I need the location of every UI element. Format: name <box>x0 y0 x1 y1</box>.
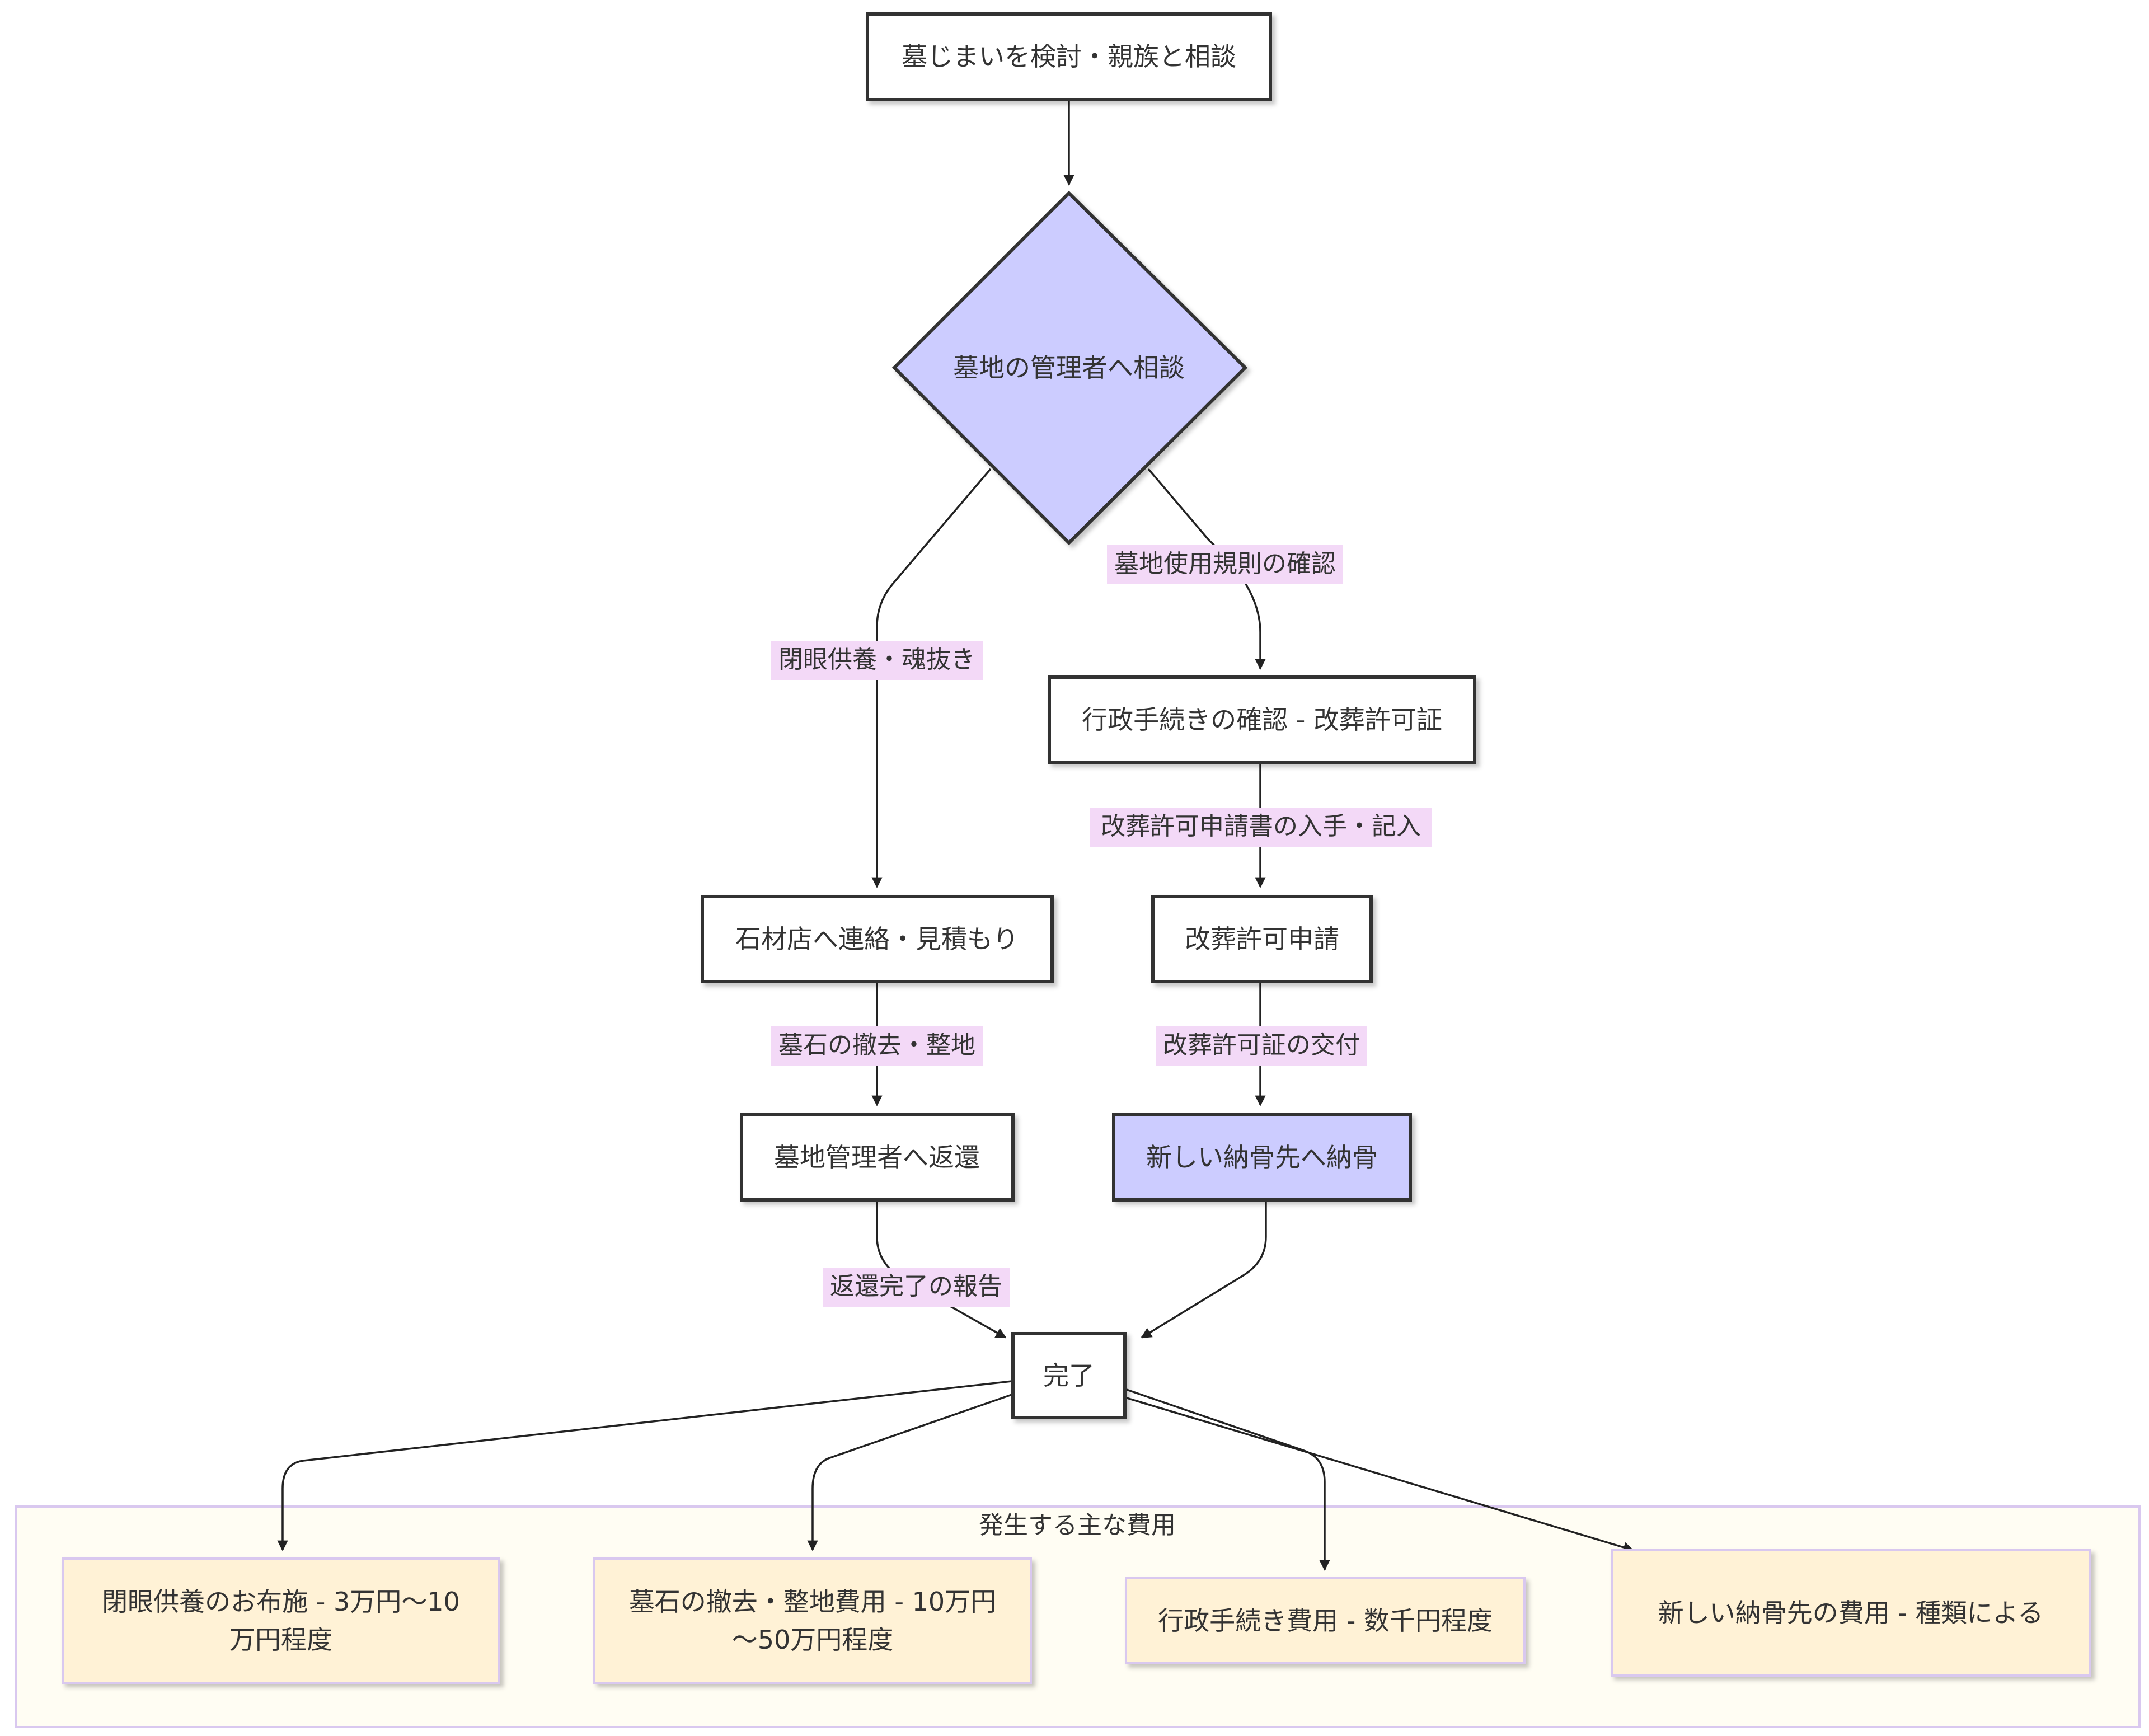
cost-node-removal-line2: 〜50万円程度 <box>732 1625 894 1655</box>
edge-label-issue-text: 改葬許可証の交付 <box>1163 1031 1360 1059</box>
edge-label-rules-text: 墓地使用規則の確認 <box>1114 550 1336 578</box>
node-return <box>740 1113 1015 1202</box>
cost-nodes: 閉眼供養のお布施 - 3万円〜10 万円程度 墓石の撤去・整地費用 - 10万円… <box>62 1549 2091 1684</box>
edge-done-cost4 <box>1124 1396 1634 1553</box>
edge-label-ceremony-text: 閉眼供養・魂抜き <box>778 645 975 674</box>
node-start-label: 墓じまいを検討・親族と相談 <box>902 41 1236 72</box>
node-stone-label: 石材店へ連絡・見積もり <box>735 924 1019 954</box>
cost-node-admin <box>1125 1577 1526 1664</box>
cost-node-ceremony-line2: 万円程度 <box>229 1625 332 1655</box>
edge-newplace-done <box>1141 1200 1267 1339</box>
cost-node-ceremony-line1: 閉眼供養のお布施 - 3万円〜10 <box>102 1587 460 1617</box>
edge-label-rules: 墓地使用規則の確認 <box>1107 545 1343 584</box>
edge-label-form-text: 改葬許可申請書の入手・記入 <box>1101 812 1421 841</box>
cost-node-newplace-line1: 新しい納骨先の費用 - 種類による <box>1658 1598 2043 1628</box>
node-done-label: 完了 <box>1043 1360 1095 1391</box>
edges <box>277 101 1634 1571</box>
node-newplace <box>1112 1113 1412 1202</box>
cost-node-newplace <box>1611 1549 2091 1677</box>
node-admin-label: 行政手続きの確認 - 改葬許可証 <box>1082 705 1442 735</box>
cost-node-removal-line1: 墓石の撤去・整地費用 - 10万円 <box>629 1587 996 1617</box>
edge-label-ceremony: 閉眼供養・魂抜き <box>771 641 983 680</box>
edge-label-remove: 墓石の撤去・整地 <box>771 1026 983 1066</box>
edge-label-remove-text: 墓石の撤去・整地 <box>778 1031 975 1059</box>
nodes: 墓じまいを検討・親族と相談 墓地の管理者へ相談 行政手続きの確認 - 改葬許可証… <box>701 12 1476 1419</box>
node-consult-decision <box>891 190 1248 546</box>
node-stone <box>701 895 1054 983</box>
node-consult-label: 墓地の管理者へ相談 <box>953 353 1185 383</box>
node-admin <box>1048 675 1476 764</box>
cost-node-removal <box>593 1557 1032 1684</box>
cost-group-title: 発生する主な費用 <box>979 1511 1176 1540</box>
cost-node-ceremony <box>62 1557 500 1684</box>
edge-label-form: 改葬許可申請書の入手・記入 <box>1090 808 1432 847</box>
edge-label-issue: 改葬許可証の交付 <box>1156 1026 1367 1066</box>
node-apply <box>1151 895 1373 983</box>
edge-done-cost1 <box>277 1380 1012 1551</box>
edge-label-report: 返還完了の報告 <box>823 1268 1010 1307</box>
node-start <box>866 12 1272 101</box>
edge-consult-stone <box>871 468 992 888</box>
node-newplace-label: 新しい納骨先へ納骨 <box>1146 1142 1378 1172</box>
edge-done-cost2 <box>807 1394 1012 1551</box>
edge-label-report-text: 返還完了の報告 <box>830 1272 1002 1301</box>
node-done <box>1011 1332 1127 1419</box>
cost-node-admin-line1: 行政手続き費用 - 数千円程度 <box>1158 1606 1493 1636</box>
node-return-label: 墓地管理者へ返還 <box>774 1142 980 1172</box>
edge-labels: 墓地使用規則の確認 閉眼供養・魂抜き 改葬許可申請書の入手・記入 改葬許可証の交… <box>771 545 1432 1307</box>
node-apply-label: 改葬許可申請 <box>1185 924 1339 954</box>
